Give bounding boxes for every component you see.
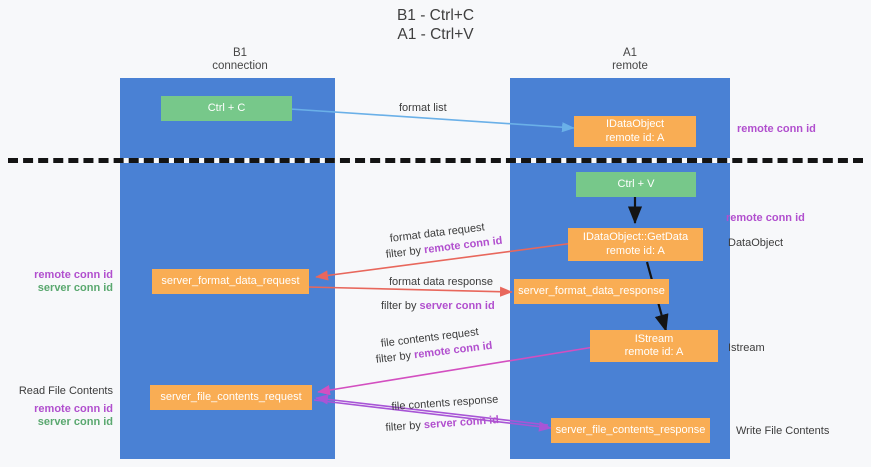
node-server-format-data-response[interactable]: server_format_data_response	[514, 279, 669, 304]
node-idataobject-subtitle: remote id: A	[605, 131, 665, 144]
annotation-read-file-contents: Read File Contents	[18, 385, 113, 397]
section-divider	[8, 158, 863, 163]
node-istream[interactable]: IStream remote id: A	[590, 330, 718, 362]
edge-label-format-list: format list	[399, 102, 447, 114]
node-ctrl-v[interactable]: Ctrl + V	[576, 172, 696, 197]
column-header-a1: A1 remote	[545, 47, 715, 73]
edge-label-file-contents-response-filter: filter by server conn id	[385, 413, 499, 435]
lane-b1-bottom	[120, 163, 335, 459]
column-header-b1-role: connection	[212, 60, 268, 72]
annotation-write-file-contents: Write File Contents	[736, 425, 830, 437]
annotation-left-remote-conn-id-mid: remote conn id	[34, 269, 113, 281]
node-ctrl-c[interactable]: Ctrl + C	[161, 96, 292, 121]
column-header-a1-name: A1	[622, 47, 638, 59]
node-istream-title: IStream	[634, 332, 674, 345]
annotation-left-remote-conn-id-bottom: remote conn id	[34, 403, 113, 415]
annotation-dataobject: DataObject	[728, 237, 784, 249]
node-idataobject[interactable]: IDataObject remote id: A	[574, 116, 696, 147]
node-istream-subtitle: remote id: A	[624, 346, 684, 358]
filter-prefix: filter by	[385, 419, 425, 434]
edge-label-format-data-response: format data response	[389, 276, 493, 288]
edge-label-file-contents-response: file contents response	[391, 393, 499, 413]
node-server-file-contents-request-label: server_file_contents_request	[160, 390, 302, 403]
diagram-title-line2: A1 - Ctrl+V	[397, 26, 474, 43]
node-server-file-contents-response-label: server_file_contents_response	[555, 423, 706, 436]
annotation-remote-conn-id-top: remote conn id	[737, 123, 816, 135]
diagram-title: B1 - Ctrl+C A1 - Ctrl+V	[0, 6, 871, 44]
node-server-format-data-request-label: server_format_data_request	[161, 274, 300, 287]
node-getdata-subtitle: remote id: A	[606, 244, 665, 257]
filter-key-server-conn-id: server conn id	[423, 414, 500, 432]
diagram-title-line1: B1 - Ctrl+C	[396, 7, 475, 24]
column-header-b1-name: B1	[232, 47, 248, 59]
filter-prefix: filter by	[385, 244, 425, 261]
node-ctrl-c-label: Ctrl + C	[207, 101, 246, 114]
filter-prefix: filter by	[375, 349, 415, 366]
filter-key-server-conn-id: server conn id	[419, 300, 495, 312]
annotation-left-server-conn-id-mid: server conn id	[37, 282, 113, 294]
column-header-a1-role: remote	[612, 60, 648, 72]
annotation-remote-conn-id-mid: remote conn id	[726, 212, 805, 224]
annotation-left-server-conn-id-bottom: server conn id	[37, 416, 113, 428]
lane-a1-bottom	[510, 163, 730, 459]
annotation-istream: Istream	[728, 342, 765, 354]
node-getdata-title: IDataObject::GetData	[582, 231, 689, 243]
node-idataobject-title: IDataObject	[605, 118, 665, 130]
column-header-b1: B1 connection	[155, 47, 325, 73]
node-server-format-data-request[interactable]: server_format_data_request	[152, 269, 309, 294]
edge-label-format-data-response-filter: filter by server conn id	[381, 299, 495, 313]
filter-prefix: filter by	[381, 300, 420, 312]
node-server-file-contents-request[interactable]: server_file_contents_request	[150, 385, 312, 410]
node-server-format-data-response-label: server_format_data_response	[518, 284, 665, 297]
node-ctrl-v-label: Ctrl + V	[617, 177, 655, 190]
node-server-file-contents-response[interactable]: server_file_contents_response	[551, 418, 710, 443]
node-idataobject-getdata[interactable]: IDataObject::GetData remote id: A	[568, 228, 703, 261]
